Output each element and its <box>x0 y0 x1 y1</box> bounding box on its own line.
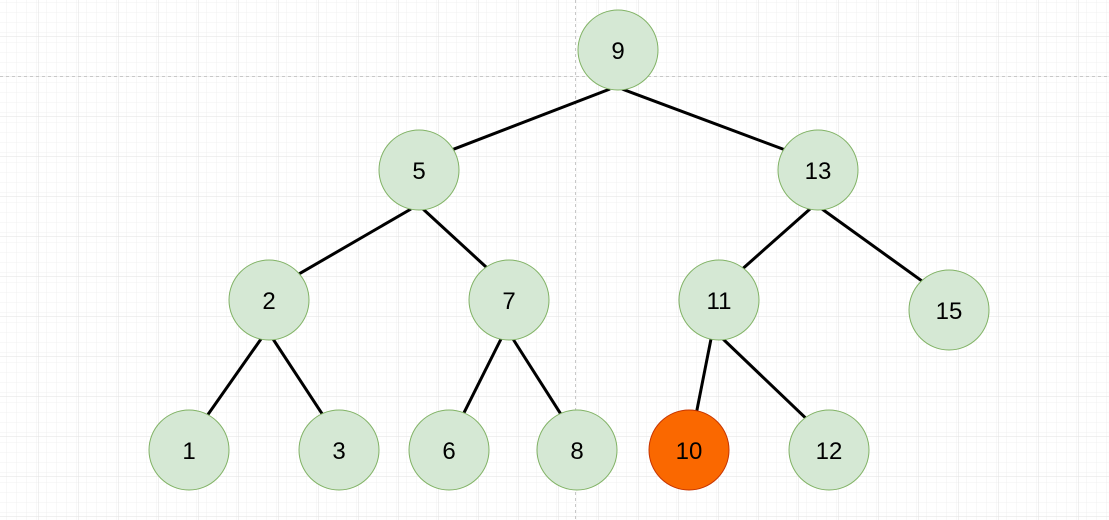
tree-node-8: 8 <box>536 409 618 491</box>
node-label: 8 <box>570 438 583 465</box>
node-label: 7 <box>502 288 515 315</box>
node-label: 15 <box>936 298 963 325</box>
tree-node-2: 2 <box>228 259 310 341</box>
tree-node-3: 3 <box>298 409 380 491</box>
edge-n11-n10 <box>695 338 713 412</box>
tree-node-5: 5 <box>378 129 460 211</box>
node-circle <box>228 259 310 341</box>
node-label: 3 <box>332 438 345 465</box>
edge-n5-n2 <box>298 207 412 276</box>
edge-n5-n7 <box>421 207 488 269</box>
tree-node-1: 1 <box>148 409 230 491</box>
node-circle <box>378 129 460 211</box>
node-circle <box>148 409 230 491</box>
tree-node-13: 13 <box>777 129 859 211</box>
node-circle <box>577 9 659 91</box>
node-circle <box>468 259 550 341</box>
edge-n2-n1 <box>206 338 263 416</box>
node-label: 13 <box>805 158 832 185</box>
node-label: 5 <box>412 158 425 185</box>
node-circle <box>408 409 490 491</box>
tree-node-11: 11 <box>678 259 760 341</box>
node-circle <box>298 409 380 491</box>
edge-n9-n5 <box>452 87 611 151</box>
node-label: 1 <box>182 438 195 465</box>
edge-n7-n6 <box>462 338 503 414</box>
edge-n9-n13 <box>621 87 785 151</box>
node-label: 2 <box>262 288 275 315</box>
edge-n13-n15 <box>821 207 923 283</box>
edge-n13-n11 <box>742 207 811 270</box>
edge-n2-n3 <box>271 338 324 415</box>
highlighted-node-circle <box>648 409 730 491</box>
node-label: 11 <box>707 288 732 315</box>
node-circle <box>678 259 760 341</box>
node-label: 10 <box>676 438 703 465</box>
tree-edges <box>206 87 923 419</box>
tree-node-9: 9 <box>577 9 659 91</box>
tree-node-6: 6 <box>408 409 490 491</box>
node-circle <box>777 129 859 211</box>
tree-node-7: 7 <box>468 259 550 341</box>
tree-node-15: 15 <box>908 269 990 351</box>
tree-node-12: 12 <box>788 409 870 491</box>
tree-node-10: 10 <box>648 409 730 491</box>
edge-n11-n12 <box>721 337 807 419</box>
edge-n7-n8 <box>511 338 562 415</box>
node-circle <box>908 269 990 351</box>
node-circle <box>788 409 870 491</box>
node-label: 9 <box>611 38 624 65</box>
node-circle <box>536 409 618 491</box>
node-label: 12 <box>816 438 843 465</box>
node-label: 6 <box>442 438 455 465</box>
